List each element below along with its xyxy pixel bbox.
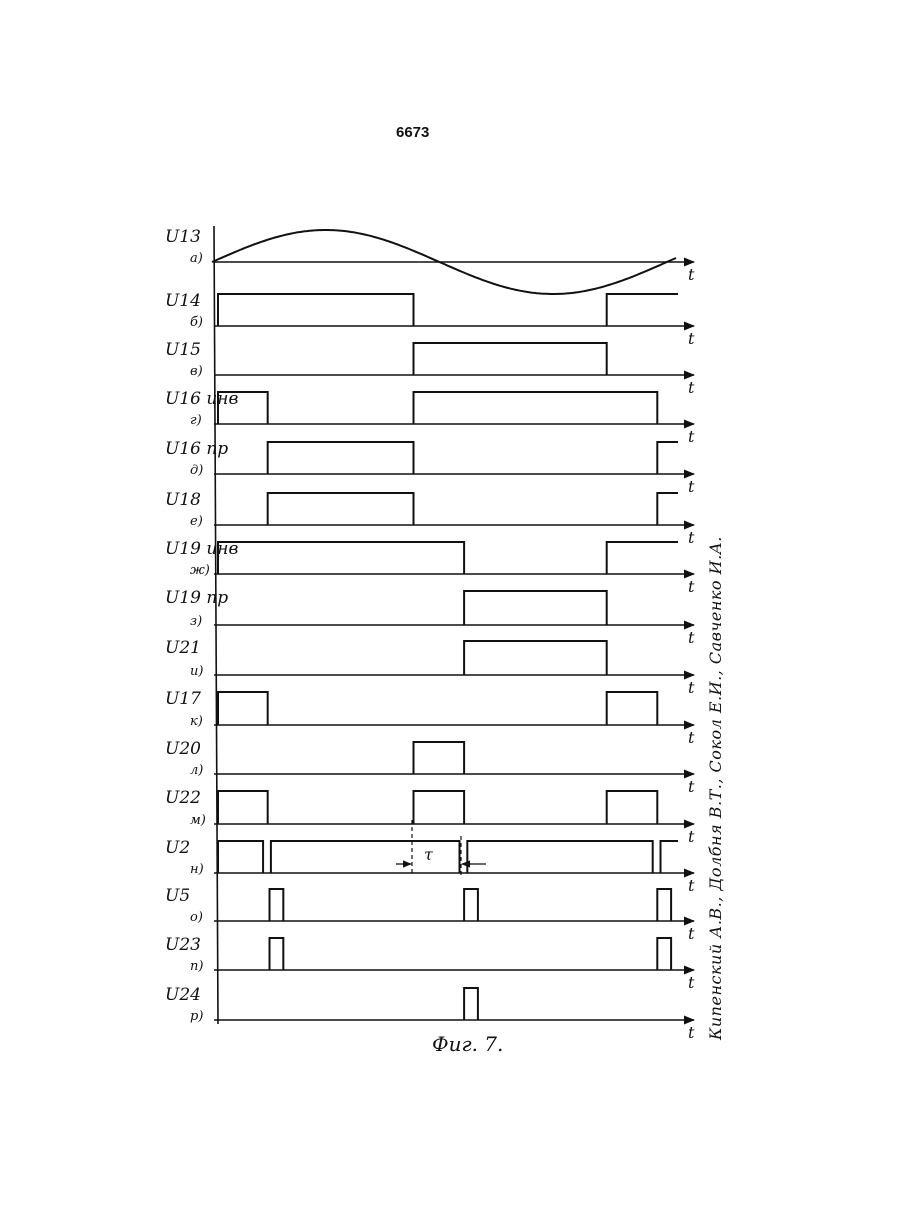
pulse [657,493,678,525]
time-axis-label: t [688,265,695,284]
time-axis-label: t [688,378,695,397]
subfigure-letter: б) [190,315,203,330]
pulse [657,938,671,970]
channel-4: t U16 пр д) [165,439,695,496]
signal-label: U14 [165,291,201,311]
signal-label: U17 [165,689,201,709]
pulse [464,889,478,921]
pulse [657,889,671,921]
signal-label: U23 [165,935,201,955]
time-axis-label: t [688,427,695,446]
pulse [414,791,465,824]
pulse [268,493,414,525]
pulse [607,692,658,725]
signal-label: U13 [165,227,201,247]
signal-label: U20 [165,739,201,759]
time-axis-label: t [688,827,695,846]
pulse [607,542,678,574]
pulse [218,841,263,873]
signal-label: U21 [165,638,201,658]
subfigure-letter: к) [190,714,203,729]
pulse [268,442,414,474]
channel-0: t U13 а) [165,227,695,294]
pulse [464,591,607,625]
time-axis-label: t [688,628,695,647]
time-axis-label: t [688,728,695,747]
channel-11: t U22 м) [165,788,695,846]
pulse [218,542,464,574]
signal-label: U24 [165,985,201,1005]
channel-5: t U18 е) [165,490,695,547]
subfigure-letter: р) [190,1009,203,1024]
tau-interval: τ [396,820,486,876]
time-axis-label: t [688,876,695,895]
pulse [607,791,658,824]
pulse [607,294,678,326]
time-axis-label: t [688,777,695,796]
pulse [464,641,607,675]
pulse [661,841,678,873]
time-axis-label: t [688,1023,695,1042]
channel-2: t U15 в) [165,340,695,397]
subfigure-letter: з) [190,614,202,629]
subfigure-letter: а) [190,251,203,266]
subfigure-letter: н) [190,862,204,877]
time-axis-label: t [688,577,695,596]
pulse [270,889,284,921]
time-axis-label: t [688,477,695,496]
channel-7: t U19 пр з) [165,588,695,647]
subfigure-letter: л) [190,763,203,778]
figure-caption: Фиг. 7. [432,1032,503,1056]
pulse [270,938,284,970]
channel-8: t U21 и) [165,638,695,697]
signal-label: U16 пр [165,439,228,459]
channel-10: t U20 л) [165,739,695,796]
pulse [218,692,268,725]
time-axis-label: t [688,973,695,992]
channel-14: t U23 п) [165,935,695,992]
channel-6: tU19 инвж) [165,539,695,596]
signal-label: U2 [165,838,190,858]
channel-1: t U14 б) [165,291,695,348]
subfigure-letter: ж) [190,563,210,578]
channel-13: t U5о) [165,886,695,943]
time-axis-label: t [688,329,695,348]
subfigure-letter: о) [190,910,203,925]
signal-label: U15 [165,340,201,360]
subfigure-letter: в) [190,364,203,379]
pulse [218,791,268,824]
signal-label: U22 [165,788,201,808]
time-axis-label: t [688,924,695,943]
time-axis-label: t [688,678,695,697]
subfigure-letter: д) [190,463,203,478]
subfigure-letter: п) [190,959,203,974]
channel-3: tU16 инвг) [165,389,695,446]
pulse [414,392,658,424]
channel-15: t U24 р) [165,985,695,1042]
authors-note: Кипенский А.В., Долбня В.Т., Сокол Е.И.,… [706,536,725,1040]
pulse [464,988,478,1020]
subfigure-letter: г) [190,413,202,428]
time-axis-label: t [688,528,695,547]
subfigure-letter: м) [190,813,206,828]
pulse [414,343,607,375]
pulse [414,742,465,774]
pulse [467,841,652,873]
pulse [657,442,678,474]
signal-label: U19 пр [165,588,228,608]
pulse [218,294,414,326]
tau-label: τ [424,845,434,864]
signal-label: U5 [165,886,190,906]
signal-label: U18 [165,490,201,510]
subfigure-letter: и) [190,664,203,679]
channel-9: t U17 к) [165,689,695,747]
subfigure-letter: е) [190,514,203,529]
